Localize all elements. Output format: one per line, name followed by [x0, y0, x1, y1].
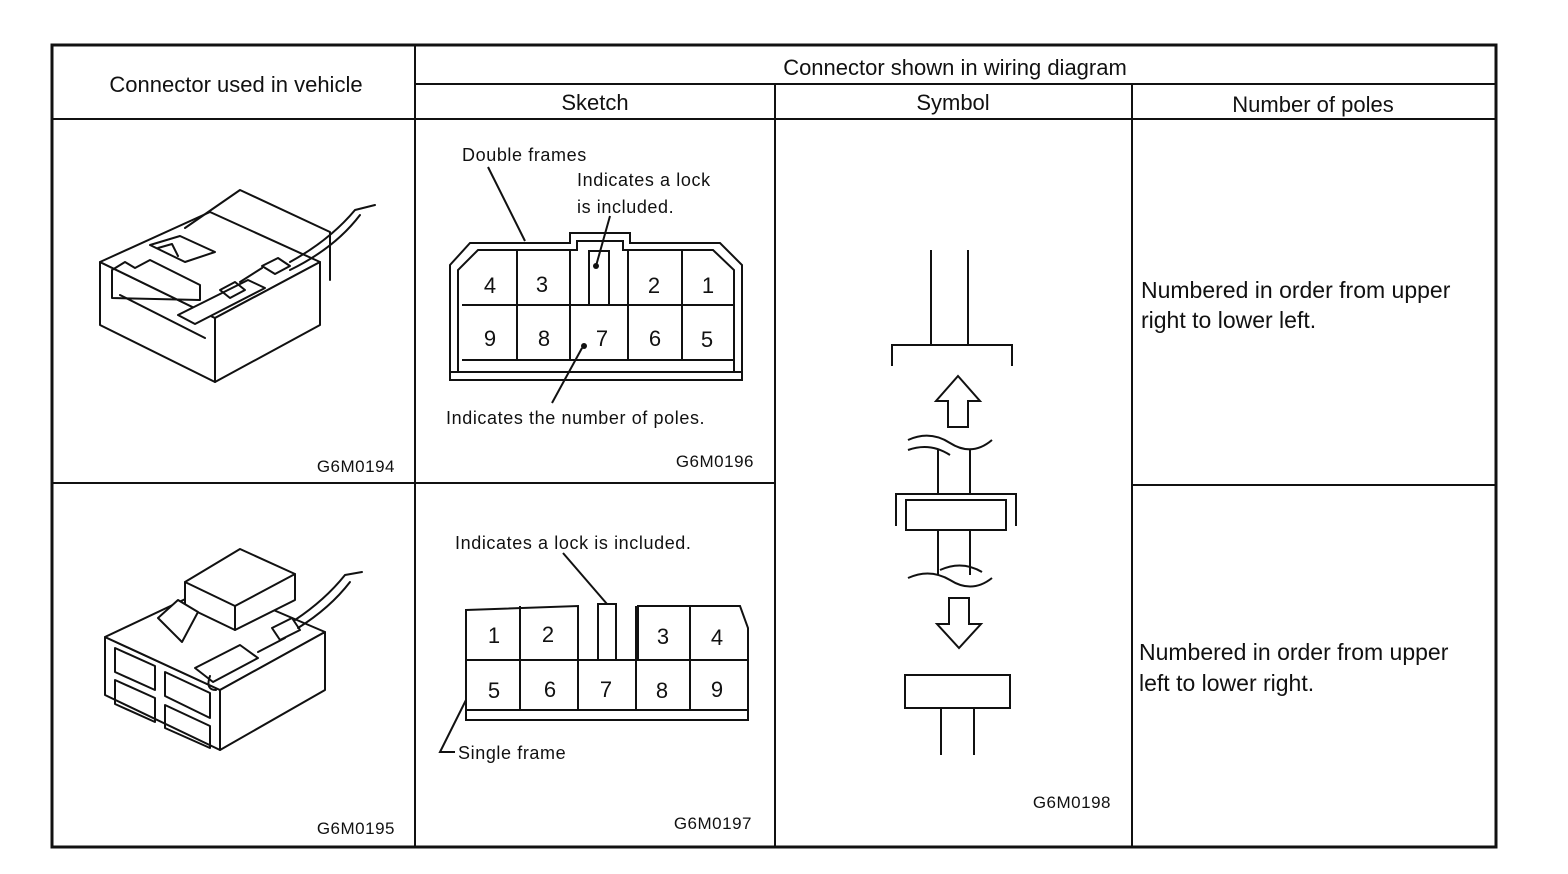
row2-sketch-connector	[438, 552, 749, 753]
row1-pin: 2	[648, 273, 660, 298]
row1-poles-line1: Numbered in order from upper	[1141, 277, 1451, 303]
row2-vehicle-code: G6M0195	[317, 819, 395, 838]
row1-pin: 7	[596, 326, 608, 351]
table-grid	[50, 43, 1498, 849]
row1-pole-dot	[581, 343, 587, 349]
row2-pin: 2	[542, 622, 554, 647]
row1-pin: 4	[484, 273, 496, 298]
row2-pin: 7	[600, 677, 612, 702]
row2-pin: 4	[711, 625, 723, 650]
header-symbol: Symbol	[916, 90, 989, 115]
row2-sketch-code: G6M0197	[674, 814, 752, 833]
row2-label-lock: Indicates a lock is included.	[455, 533, 692, 553]
row2-label-frame: Single frame	[458, 743, 566, 763]
row1-label-frames: Double frames	[462, 145, 587, 165]
up-arrow-icon	[933, 374, 983, 428]
row1-pin: 8	[538, 326, 550, 351]
row1-pin: 5	[701, 327, 713, 352]
row2-pin: 9	[711, 677, 723, 702]
row2-pin: 3	[657, 624, 669, 649]
row2-pin: 1	[488, 623, 500, 648]
row1-pin: 3	[536, 272, 548, 297]
row2-poles-line1: Numbered in order from upper	[1139, 639, 1449, 665]
row1-lock-dot	[593, 263, 599, 269]
header-sketch: Sketch	[561, 90, 628, 115]
row1-sketch-code: G6M0196	[676, 452, 754, 471]
header-vehicle: Connector used in vehicle	[109, 72, 362, 97]
connector-vehicle-drawing-icon	[104, 548, 363, 751]
down-arrow-icon	[934, 597, 984, 650]
row1-label-lock-2: is included.	[577, 197, 674, 217]
header-poles: Number of poles	[1232, 92, 1393, 117]
row1-pin: 6	[649, 326, 661, 351]
row1-label-lock-1: Indicates a lock	[577, 170, 711, 190]
header-diagram: Connector shown in wiring diagram	[783, 55, 1127, 80]
symbol-code: G6M0198	[1033, 793, 1111, 812]
row2-pin: 5	[488, 678, 500, 703]
symbol-drawing	[891, 250, 1017, 755]
row1-vehicle-code: G6M0194	[317, 457, 395, 476]
connector-vehicle-drawing-icon	[99, 189, 376, 383]
row1-poles-line2: right to lower left.	[1141, 307, 1316, 333]
row1-sketch-connector	[449, 166, 743, 404]
row1-pin: 9	[484, 326, 496, 351]
row1-label-poles: Indicates the number of poles.	[446, 408, 705, 428]
row2-pin: 8	[656, 678, 668, 703]
row2-poles-line2: left to lower right.	[1139, 670, 1314, 696]
row1-pin: 1	[702, 273, 714, 298]
row2-pin: 6	[544, 677, 556, 702]
